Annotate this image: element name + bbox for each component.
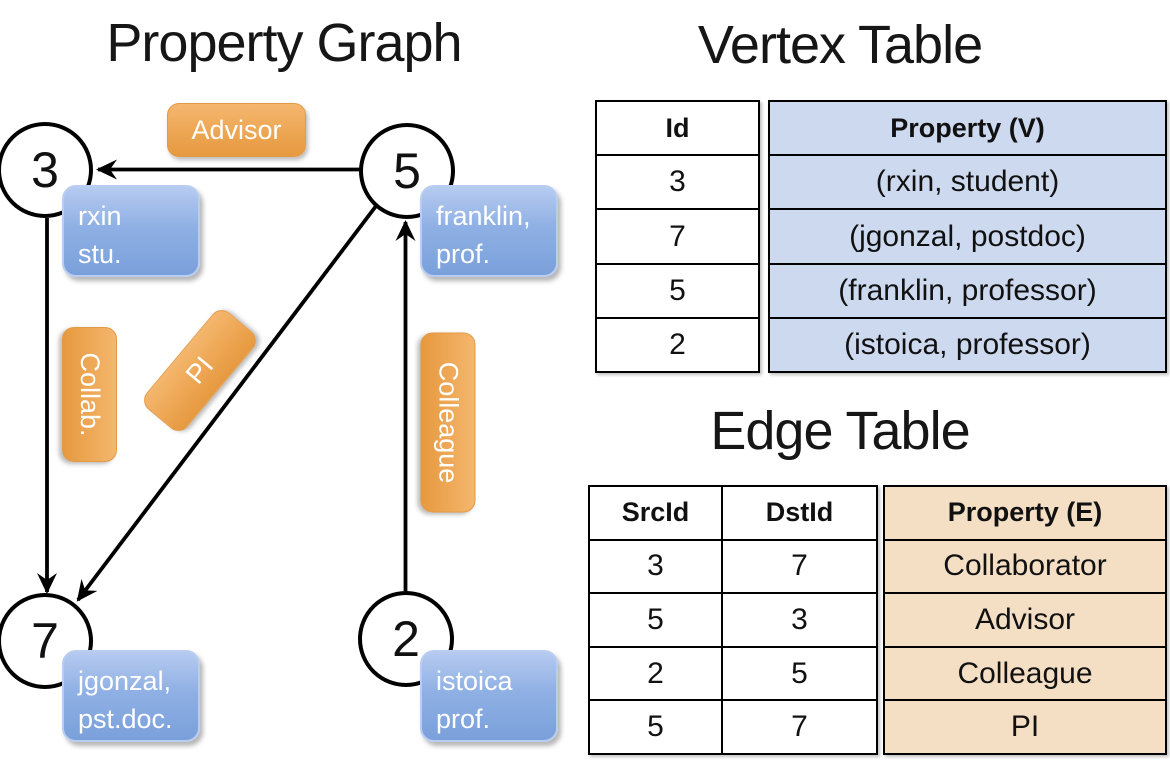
edge-table-srcid-cell: 5: [590, 701, 723, 753]
vertex-table-property-cell: (rxin, student): [770, 154, 1165, 208]
edge-table-dstid-cell: 7: [791, 710, 808, 744]
edge-table-property-cell: Collaborator: [885, 538, 1165, 593]
edge-table-id-row: 3 7: [590, 538, 876, 593]
vertex-property-card-istoica: istoica prof.: [420, 650, 558, 742]
vertex-table-id-cell: 2: [597, 316, 758, 371]
graph-edges-layer: [37, 159, 416, 602]
edge-table-srcid-cell: 2: [590, 647, 723, 700]
edge-table-srcid-header: SrcId: [590, 487, 723, 539]
edge-table-dstid-header: DstId: [765, 497, 834, 528]
vertex-property-card-jgonzal: jgonzal, pst.doc.: [62, 650, 200, 742]
edge-table-dstid-cell: 3: [791, 602, 808, 636]
edge-table-dstid-cell: 5: [791, 656, 808, 690]
vertex-node-7-id: 7: [31, 613, 59, 669]
vertex-property-line: istoica: [436, 666, 513, 696]
vertex-node-5-id: 5: [393, 143, 421, 199]
vertex-table-id-cell: 3: [597, 154, 758, 208]
vertex-node-2-id: 2: [392, 611, 420, 667]
vertex-property-card-rxin: rxin stu.: [62, 185, 200, 277]
vertex-table-id-cell: 7: [597, 208, 758, 262]
vertex-property-line: pst.doc.: [78, 704, 173, 735]
edge-table-property-cell: Colleague: [885, 645, 1165, 700]
edge-label-collab: Collab.: [62, 327, 117, 462]
edge-table-property-column: Property (E) Collaborator Advisor Collea…: [883, 485, 1167, 755]
edge-table-srcid-cell: 3: [590, 540, 723, 593]
vertex-table-property-column: Property (V) (rxin, student) (jgonzal, p…: [768, 100, 1167, 373]
vertex-table-property-cell: (franklin, professor): [770, 262, 1165, 317]
edge-table-id-row: 5 3: [590, 592, 876, 646]
vertex-node-2: 2: [358, 591, 454, 687]
vertex-table-title: Vertex Table: [697, 15, 983, 75]
edge-table-title: Edge Table: [710, 401, 970, 461]
edge-table-property-cell: Advisor: [885, 592, 1165, 646]
vertex-table-id-cell: 5: [597, 262, 758, 317]
edge-table-id-columns: SrcId DstId 3 7 5 3 2 5 5 7: [588, 485, 878, 755]
property-graph-title: Property Graph: [106, 13, 462, 73]
vertex-table-property-cell: (istoica, professor): [770, 316, 1165, 371]
vertex-property-card-franklin: franklin, prof.: [420, 185, 558, 277]
edge-table-id-row: 2 5: [590, 645, 876, 700]
vertex-property-line: jgonzal,: [78, 666, 172, 696]
vertex-property-line: prof.: [436, 239, 491, 270]
edge-table-dstid-cell: 7: [791, 549, 808, 583]
edge-table-property-header: Property (E): [947, 497, 1103, 528]
vertex-table-id-header: Id: [665, 112, 690, 143]
edge-table-id-row: 5 7: [590, 699, 876, 753]
edge-table-id-header-row: SrcId DstId: [590, 487, 876, 539]
vertex-property-line: franklin,: [436, 201, 531, 231]
edge-table-srcid-cell: 5: [590, 594, 723, 646]
vertex-property-line: prof.: [436, 704, 491, 735]
vertex-property-line: rxin: [78, 201, 122, 231]
vertex-node-3-id: 3: [31, 142, 59, 198]
edge-label-colleague: Colleague: [420, 332, 476, 513]
vertex-table-property-cell: (jgonzal, postdoc): [770, 208, 1165, 262]
edge-label-advisor: Advisor: [167, 103, 306, 157]
vertex-table-property-header: Property (V): [890, 112, 1045, 143]
vertex-node-5: 5: [359, 123, 455, 219]
edge-table-property-cell: PI: [885, 699, 1165, 753]
edge-arrow-5-to-7: [76, 204, 378, 602]
vertex-table-id-column: Id 3 7 5 2: [595, 100, 760, 373]
vertex-property-line: stu.: [78, 239, 122, 270]
